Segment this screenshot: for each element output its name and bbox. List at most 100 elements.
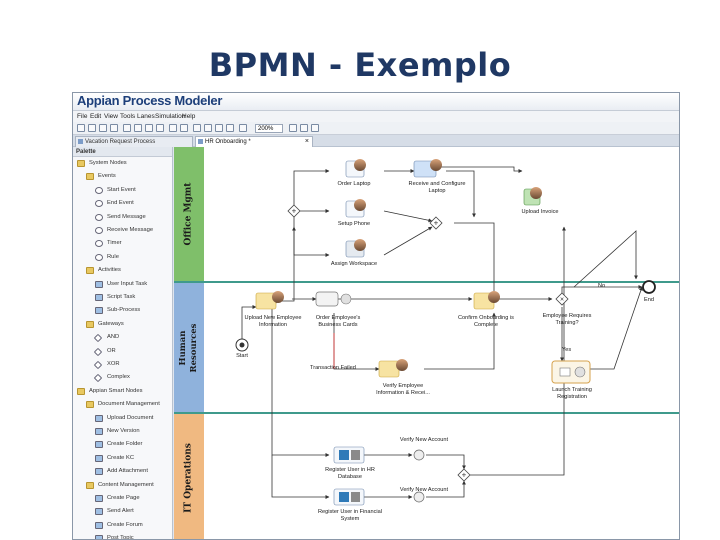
- task-assign-workspace[interactable]: Assign Workspace: [330, 261, 378, 267]
- task-node-icon: [95, 280, 103, 288]
- and-gateway-icon: +: [429, 216, 443, 230]
- palette-item-label: Create KC: [107, 454, 135, 461]
- menu-edit[interactable]: Edit: [90, 113, 102, 120]
- menu-simulation[interactable]: Simulation: [155, 113, 186, 120]
- task-upload-new-employee-info[interactable]: Upload New Employee Information: [244, 315, 302, 328]
- copy-icon[interactable]: [134, 124, 142, 132]
- task-node-icon: [95, 535, 103, 539]
- flow-label-no[interactable]: No: [598, 283, 606, 289]
- user-task-icon: [413, 159, 442, 178]
- menu-help[interactable]: Help: [182, 113, 196, 120]
- event-verify-new-account[interactable]: Verify New Account: [399, 487, 449, 493]
- menu-tools[interactable]: Tools: [120, 113, 136, 120]
- palette-item-label: Rule: [107, 253, 119, 260]
- tab-label: Vacation Request Process: [85, 139, 156, 145]
- process-diagram: + + + + ×: [235, 159, 656, 506]
- paste-icon[interactable]: [145, 124, 153, 132]
- cut-icon[interactable]: [123, 124, 131, 132]
- publish-icon[interactable]: [311, 124, 319, 132]
- lane-human-resources-header[interactable]: Human Resources: [174, 283, 204, 412]
- svg-text:+: +: [292, 207, 297, 216]
- palette-item-label: Script Task: [107, 294, 136, 300]
- task-order-business-cards[interactable]: Order Employee's Business Cards: [315, 315, 361, 328]
- align-icon[interactable]: [215, 124, 223, 132]
- close-tab-icon[interactable]: ×: [304, 138, 309, 145]
- subprocess-task-icon: [315, 291, 352, 307]
- task-node-icon: [95, 454, 103, 462]
- app-title: Appian Process Modeler: [77, 93, 223, 108]
- subprocess-launch-training[interactable]: Launch Training Registration: [552, 387, 592, 400]
- palette-item-label: Complex: [107, 374, 130, 381]
- xor-gateway-icon: ×: [555, 292, 569, 306]
- tab-label: HR Onboarding *: [205, 139, 251, 145]
- palette-item-label: XOR: [107, 361, 120, 367]
- palette-item-label: Appian Smart Nodes: [89, 387, 143, 394]
- tab-hr-onboarding[interactable]: HR Onboarding * ×: [195, 136, 313, 147]
- script-task-icon: [333, 488, 365, 506]
- task-node-icon: [95, 521, 103, 529]
- validate-icon[interactable]: [300, 124, 308, 132]
- palette-item-label: Post Topic: [107, 535, 134, 540]
- user-task-icon: [523, 187, 542, 206]
- task-node-icon: [95, 508, 103, 516]
- diamond-node-icon: [93, 347, 103, 356]
- task-verify-employee-info[interactable]: Verify Employee Information & Recei...: [376, 383, 430, 396]
- palette-item-label: Timer: [107, 240, 122, 247]
- event-verify-new-account[interactable]: Verify New Account: [399, 437, 449, 443]
- task-order-laptop[interactable]: Order Laptop: [337, 181, 371, 187]
- menu-lanes[interactable]: Lanes: [137, 113, 155, 120]
- script-task-icon: [333, 446, 365, 464]
- redo-icon[interactable]: [180, 124, 188, 132]
- task-register-financial-system[interactable]: Register User in Financial System: [317, 509, 383, 522]
- user-task-icon: [255, 291, 284, 310]
- palette-item-label: User Input Task: [107, 280, 148, 287]
- svg-text:+: +: [434, 219, 439, 228]
- circle-node-icon: [95, 213, 103, 221]
- flow-label-yes[interactable]: Yes: [562, 347, 572, 353]
- circle-node-icon: [95, 186, 103, 194]
- zoom-icon[interactable]: [239, 124, 247, 132]
- process-modeler-window: Appian Process Modeler File Edit View To…: [72, 92, 680, 540]
- circle-node-icon: [95, 253, 103, 261]
- task-register-hr-database[interactable]: Register User in HR Database: [325, 467, 375, 480]
- menu-view[interactable]: View: [104, 113, 118, 120]
- palette-item-label: Upload Document: [107, 414, 154, 421]
- open-file-icon[interactable]: [88, 124, 96, 132]
- user-task-icon: [345, 239, 366, 258]
- lane-divider: [174, 412, 679, 414]
- start-event-label: Start: [236, 353, 248, 359]
- undo-icon[interactable]: [169, 124, 177, 132]
- folder-icon: [86, 401, 94, 409]
- task-setup-phone[interactable]: Setup Phone: [337, 221, 371, 227]
- subprocess-task-icon: [551, 360, 591, 384]
- pointer-icon[interactable]: [193, 124, 201, 132]
- folder-icon: [77, 387, 85, 395]
- menu-file[interactable]: File: [77, 113, 88, 120]
- connector-icon[interactable]: [204, 124, 212, 132]
- palette-item-label: New Version: [107, 428, 140, 434]
- gateway-employee-requires-training[interactable]: Employee Requires Training?: [542, 313, 592, 326]
- task-receive-configure-laptop[interactable]: Receive and Configure Laptop: [408, 181, 466, 194]
- zoom-select[interactable]: 200%: [255, 124, 283, 133]
- task-confirm-onboarding[interactable]: Confirm Onboarding is Complete: [458, 315, 514, 328]
- lane-it-operations-header[interactable]: IT Operations: [174, 414, 204, 539]
- svg-text:×: ×: [560, 297, 564, 304]
- save-icon[interactable]: [99, 124, 107, 132]
- new-file-icon[interactable]: [77, 124, 85, 132]
- lane-office-mgmt-header[interactable]: Office Mgmt: [174, 147, 204, 281]
- grid-icon[interactable]: [226, 124, 234, 132]
- save-all-icon[interactable]: [110, 124, 118, 132]
- properties-icon[interactable]: [289, 124, 297, 132]
- flow-label-transaction-failed[interactable]: Transaction Failed: [310, 365, 356, 371]
- delete-icon[interactable]: [156, 124, 164, 132]
- task-upload-invoice[interactable]: Upload Invoice: [521, 209, 559, 215]
- palette-item-label: Send Alert: [107, 508, 134, 515]
- palette-item-label: AND: [107, 334, 120, 341]
- tab-vacation-request[interactable]: Vacation Request Process: [75, 136, 193, 147]
- palette-item-label: Send Message: [107, 213, 146, 220]
- process-model-icon: [78, 139, 83, 144]
- process-canvas[interactable]: Office Mgmt Human Resources IT Operation…: [174, 147, 679, 539]
- palette-header: Palette: [73, 147, 172, 157]
- folder-icon: [86, 173, 94, 181]
- process-model-icon: [198, 139, 203, 144]
